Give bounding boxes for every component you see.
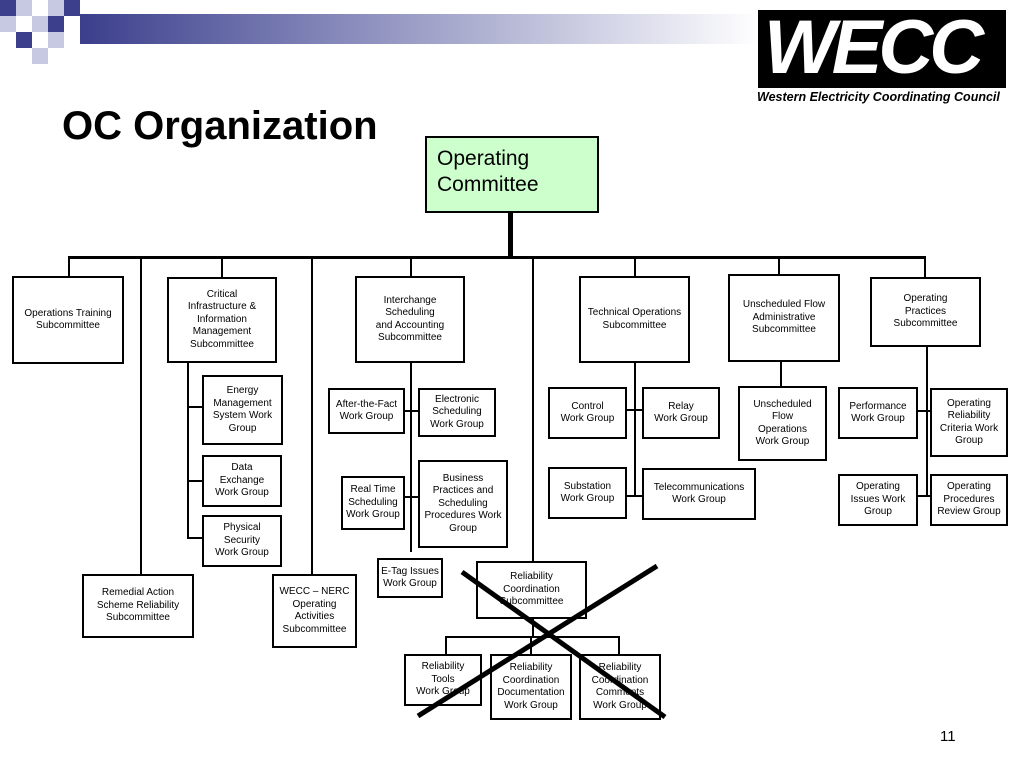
operating-practices-subcommittee: Operating Practices Subcommittee <box>870 277 981 347</box>
header-gradient-bar <box>80 14 760 44</box>
connector <box>618 636 620 654</box>
wecc-logo: WECC <box>758 10 1006 88</box>
business-practices-work-group: Business Practices and Scheduling Proced… <box>418 460 508 548</box>
connector <box>445 636 447 654</box>
logo-letters: WECC <box>764 10 984 88</box>
telecommunications-work-group: Telecommunications Work Group <box>642 468 756 520</box>
connector <box>68 256 70 276</box>
electronic-scheduling-work-group: Electronic Scheduling Work Group <box>418 388 496 437</box>
connector <box>187 406 203 408</box>
connector <box>778 256 780 274</box>
connector <box>508 210 513 258</box>
procedures-review-work-group: Operating Procedures Review Group <box>930 474 1008 526</box>
control-work-group: Control Work Group <box>548 387 627 439</box>
data-exchange-work-group: Data Exchange Work Group <box>202 455 282 507</box>
orcwg-work-group: Operating Reliability Criteria Work Grou… <box>930 388 1008 457</box>
connector <box>530 636 532 654</box>
decor-square <box>0 0 16 16</box>
connector <box>916 410 930 412</box>
connector <box>627 409 642 411</box>
performance-work-group: Performance Work Group <box>838 387 918 439</box>
ems-work-group: Energy Management System Work Group <box>202 375 283 445</box>
decor-square <box>0 16 16 32</box>
ciim-subcommittee: Critical Infrastructure & Information Ma… <box>167 277 277 363</box>
after-the-fact-work-group: After-the-Fact Work Group <box>328 388 405 434</box>
physical-security-work-group: Physical Security Work Group <box>202 515 282 567</box>
connector <box>404 410 418 412</box>
connector <box>532 618 534 636</box>
technical-operations-subcommittee: Technical Operations Subcommittee <box>579 276 690 363</box>
wecc-nerc-subcommittee: WECC – NERC Operating Activities Subcomm… <box>272 574 357 648</box>
etag-work-group: E-Tag Issues Work Group <box>377 558 443 598</box>
connector <box>410 256 412 276</box>
connector <box>532 256 534 562</box>
connector <box>634 256 636 276</box>
reliability-coordination-subcommittee: Reliability Coordination Subcommittee <box>476 561 587 619</box>
connector <box>926 346 928 496</box>
connector <box>924 256 926 277</box>
decor-square <box>16 0 32 16</box>
logo-caption: Western Electricity Coordinating Council <box>757 90 1000 104</box>
connector <box>410 362 412 552</box>
unscheduled-flow-operations-work-group: Unscheduled Flow Operations Work Group <box>738 386 827 461</box>
reliability-tools-work-group: Reliability Tools Work Group <box>404 654 482 706</box>
decor-square <box>48 32 64 48</box>
substation-work-group: Substation Work Group <box>548 467 627 519</box>
connector <box>187 362 189 538</box>
decor-square <box>64 0 80 16</box>
decor-square <box>48 0 64 16</box>
slide-title: OC Organization <box>62 104 378 148</box>
page-number: 11 <box>940 728 956 745</box>
rc-comments-work-group: Reliability Coordination Comments Work G… <box>579 654 661 720</box>
connector <box>780 362 782 386</box>
connector <box>140 256 142 574</box>
decor-square <box>16 32 32 48</box>
connector <box>221 256 223 277</box>
remedial-action-subcommittee: Remedial Action Scheme Reliability Subco… <box>82 574 194 638</box>
decor-square <box>32 48 48 64</box>
connector <box>445 636 620 638</box>
decor-square <box>48 16 64 32</box>
connector <box>634 362 636 496</box>
decor-square <box>32 16 48 32</box>
relay-work-group: Relay Work Group <box>642 387 720 439</box>
connector <box>627 495 642 497</box>
operating-issues-work-group: Operating Issues Work Group <box>838 474 918 526</box>
connector <box>404 496 418 498</box>
real-time-scheduling-work-group: Real Time Scheduling Work Group <box>341 476 405 530</box>
connector <box>916 495 930 497</box>
operating-committee: Operating Committee <box>425 136 599 213</box>
connector <box>311 256 313 574</box>
connector <box>68 256 926 259</box>
connector <box>187 537 203 539</box>
rc-documentation-work-group: Reliability Coordination Documentation W… <box>490 654 572 720</box>
connector <box>187 480 203 482</box>
unscheduled-flow-subcommittee: Unscheduled Flow Administrative Subcommi… <box>728 274 840 362</box>
isas-subcommittee: Interchange Scheduling and Accounting Su… <box>355 276 465 363</box>
operations-training-subcommittee: Operations Training Subcommittee <box>12 276 124 364</box>
